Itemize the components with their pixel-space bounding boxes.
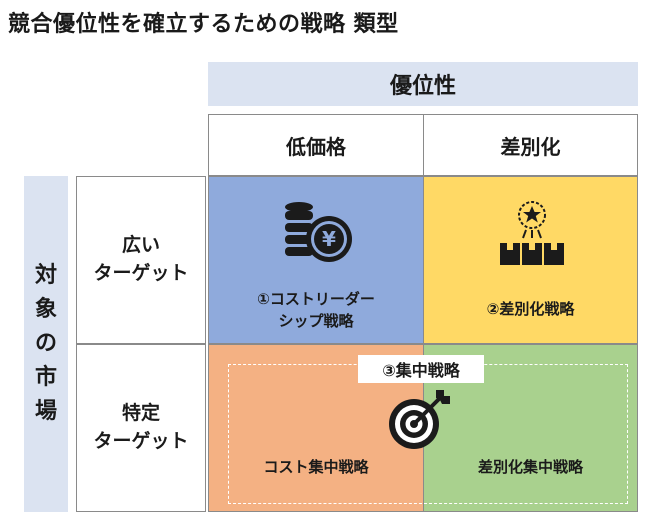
focus-strategy-label: ③集中戦略 (382, 361, 460, 380)
coin-stack-yen-icon: ¥ (285, 202, 352, 262)
advantage-axis-label: 優位性 (389, 74, 456, 99)
target-market-axis-char: の (34, 330, 57, 356)
star-award-boxes-icon (500, 201, 564, 265)
cell-label-line: ①コストリーダー (257, 290, 375, 308)
target-market-axis-char: 象 (34, 296, 57, 322)
page-title: 競合優位性を確立するための戦略 類型 (8, 12, 399, 37)
cell-label: コスト集中戦略 (263, 458, 369, 476)
target-arrow-icon (389, 390, 450, 449)
cell-cost-leadership: ¥ ①コストリーダー シップ戦略 (208, 176, 424, 344)
row-header-line: 広い (121, 234, 160, 257)
cell-differentiation: ②差別化戦略 (423, 176, 638, 344)
cell-label: ②差別化戦略 (486, 300, 575, 318)
row-header-line: ターゲット (93, 262, 189, 284)
target-market-axis-char: 場 (34, 399, 57, 425)
row-header-line: ターゲット (93, 430, 189, 452)
advantage-axis-header: 優位性 (208, 62, 638, 106)
cell-label: ①コストリーダー シップ戦略 (209, 289, 423, 333)
target-market-axis-char: 対 (34, 262, 57, 288)
row-header-broad-target: 広い ターゲット (76, 176, 206, 344)
focus-strategy-badge: ③集中戦略 (358, 355, 484, 383)
target-market-axis-header: 対 象 の 市 場 (24, 176, 68, 512)
target-market-axis-char: 市 (34, 365, 57, 391)
row-header-narrow-target: 特定 ターゲット (76, 344, 206, 512)
column-header-label: 低価格 (286, 134, 346, 159)
row-header-line: 特定 (121, 402, 160, 425)
column-header-label: 差別化 (500, 134, 561, 159)
svg-text:¥: ¥ (322, 227, 336, 251)
column-header-low-price: 低価格 (208, 114, 424, 176)
cell-label: 差別化集中戦略 (477, 458, 583, 476)
cell-label-line: シップ戦略 (278, 311, 354, 330)
column-header-differentiation: 差別化 (423, 114, 638, 176)
